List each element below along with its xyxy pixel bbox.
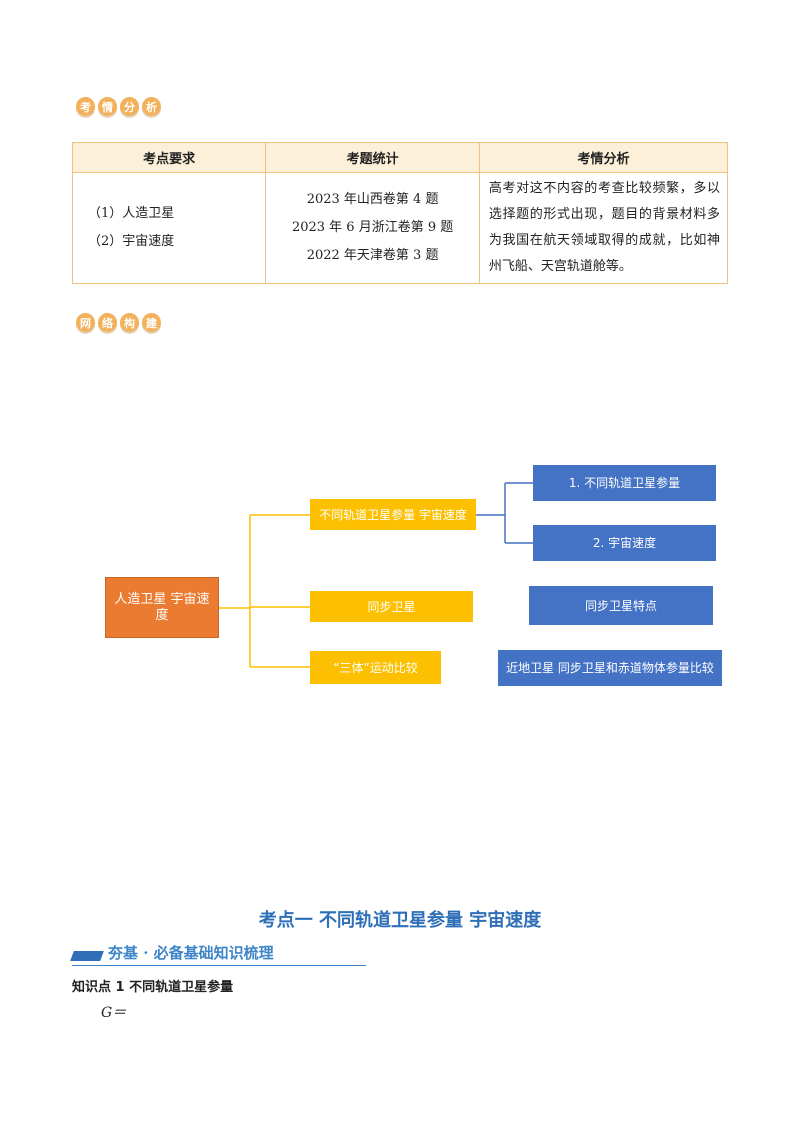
stat-item: 2022 年天津卷第 3 题 (306, 248, 439, 263)
mindmap-leaf-comparison: 近地卫星 同步卫星和赤道物体参量比较 (498, 650, 722, 686)
badge-char: 建 (142, 313, 161, 332)
section-banner: 夯基 · 必备基础知识梳理 (70, 942, 366, 966)
mindmap-leaf-orbit-params: 1. 不同轨道卫星参量 (533, 465, 716, 501)
header-stats: 考题统计 (265, 142, 480, 173)
header-requirements: 考点要求 (71, 142, 267, 173)
mindmap-connectors (219, 482, 533, 668)
analysis-cell: 高考对这不内容的考查比较频繁，多以选择题的形式出现，题目的背景材料多为我国在航天… (478, 172, 729, 284)
mindmap-leaf-cosmic-velocity: 2. 宇宙速度 (533, 525, 716, 561)
stat-item: 2023 年 6 月浙江卷第 9 题 (291, 220, 454, 235)
mindmap-node-three-body: “三体”运动比较 (310, 651, 441, 684)
analysis-text: 高考对这不内容的考查比较频繁，多以选择题的形式出现，题目的背景材料多为我国在航天… (488, 181, 720, 274)
knowledge-point-title: 知识点 1 不同轨道卫星参量 (72, 980, 234, 995)
banner-bar (70, 951, 104, 961)
badge-char: 析 (142, 97, 161, 116)
banner-underline (72, 965, 366, 966)
exam-analysis-table: 考点要求 考题统计 考情分析 （1）人造卫星 （2）宇宙速度 2023 年山西卷… (71, 142, 729, 284)
page-title: 考点一 不同轨道卫星参量 宇宙速度 (258, 910, 542, 931)
banner-label: 夯基 · 必备基础知识梳理 (108, 944, 274, 962)
requirement-item: （1）人造卫星 (88, 206, 175, 221)
mindmap-node-sync-satellite: 同步卫星 (310, 591, 473, 622)
badge-char: 络 (98, 313, 117, 332)
badge-char: 构 (120, 313, 139, 332)
stat-item: 2023 年山西卷第 4 题 (306, 192, 439, 207)
stats-cell: 2023 年山西卷第 4 题 2023 年 6 月浙江卷第 9 题 2022 年… (265, 172, 480, 284)
badge-char: 分 (120, 97, 139, 116)
mindmap-root-node: 人造卫星 宇宙速度 (105, 577, 219, 638)
badge-char: 考 (76, 97, 95, 116)
section-badge-network: 网 络 构 建 (76, 313, 161, 332)
badge-char: 情 (98, 97, 117, 116)
requirements-cell: （1）人造卫星 （2）宇宙速度 (71, 172, 267, 284)
header-analysis: 考情分析 (478, 142, 729, 173)
formula-text: G＝ (101, 1005, 127, 1021)
section-badge-exam-analysis: 考 情 分 析 (76, 97, 161, 116)
mindmap-node-orbit-params: 不同轨道卫星参量 宇宙速度 (310, 499, 476, 530)
requirement-item: （2）宇宙速度 (88, 234, 175, 249)
table-row: （1）人造卫星 （2）宇宙速度 2023 年山西卷第 4 题 2023 年 6 … (71, 172, 729, 284)
badge-char: 网 (76, 313, 95, 332)
mindmap-leaf-sync-features: 同步卫星特点 (529, 586, 713, 625)
